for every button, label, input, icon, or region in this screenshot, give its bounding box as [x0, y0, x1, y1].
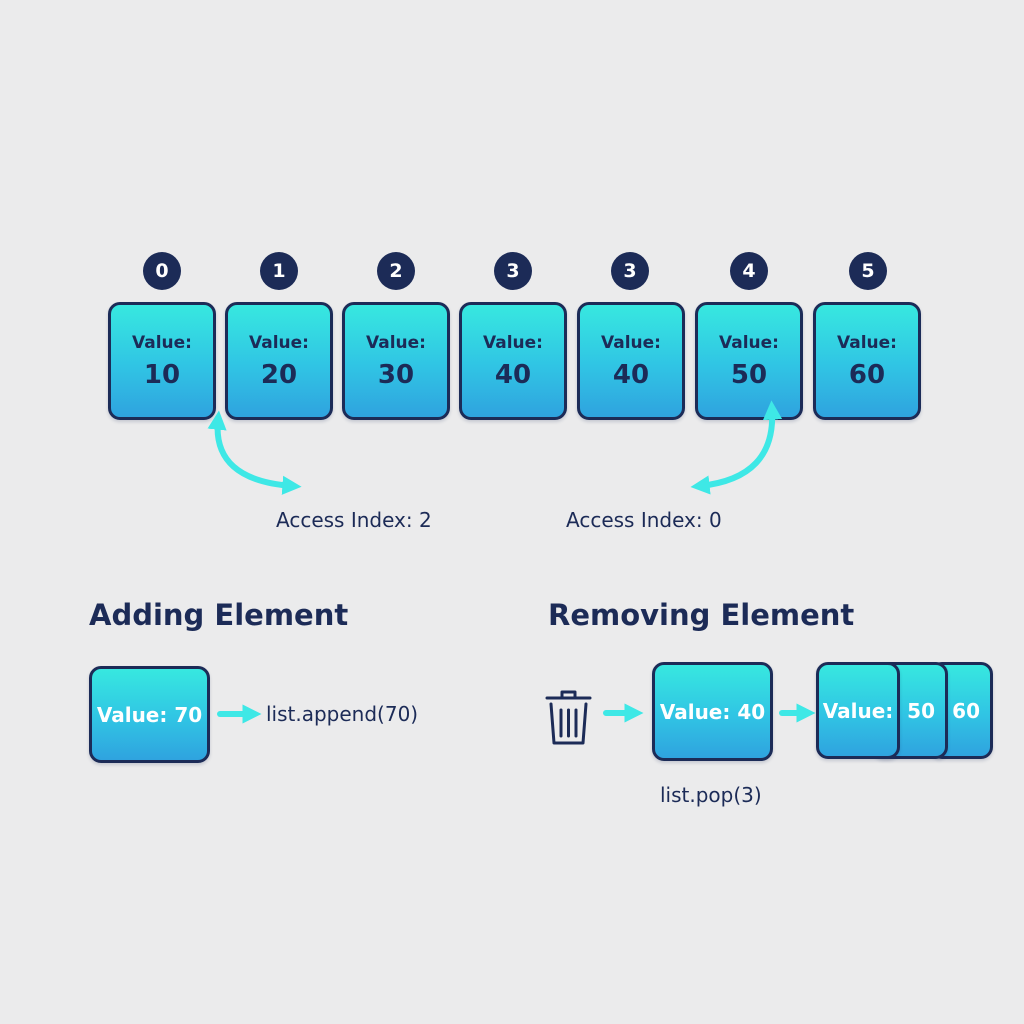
index-badge-0: 0 [143, 252, 181, 290]
stack-cell-front: Value: [816, 662, 900, 759]
array-cell-label: Value: [132, 332, 192, 353]
index-badge-3: 3 [494, 252, 532, 290]
array-cell-value: 40 [494, 359, 532, 390]
removed-value-label: Value: 40 [659, 699, 766, 724]
array-cell-1: Value: 20 [225, 302, 333, 420]
index-badge-2: 2 [377, 252, 415, 290]
array-cell-value: 20 [260, 359, 298, 390]
append-code: list.append(70) [266, 702, 419, 726]
array-cell-2: Value: 30 [342, 302, 450, 420]
index-badge-1: 1 [260, 252, 298, 290]
access-label-right: Access Index: 0 [566, 508, 722, 532]
array-cell-5: Value: 50 [695, 302, 803, 420]
adding-heading: Adding Element [89, 598, 349, 632]
index-badge-6: 5 [849, 252, 887, 290]
array-cell-label: Value: [483, 332, 543, 353]
removing-heading: Removing Element [548, 598, 855, 632]
array-cell-4: Value: 40 [577, 302, 685, 420]
array-cell-value: 60 [848, 359, 886, 390]
access-arrow-left [207, 410, 302, 495]
append-value-cell: Value: 70 [89, 666, 210, 763]
array-cell-value: 30 [377, 359, 415, 390]
access-label-left: Access Index: 2 [276, 508, 432, 532]
array-cell-0: Value: 10 [108, 302, 216, 420]
array-cell-value: 50 [730, 359, 768, 390]
array-cell-3: Value: 40 [459, 302, 567, 420]
index-badge-4: 3 [611, 252, 649, 290]
pop-code: list.pop(3) [660, 783, 762, 807]
stack-value-50: 50 [907, 698, 935, 723]
stack-value-label: Value: [822, 698, 894, 723]
array-cell-label: Value: [601, 332, 661, 353]
array-cell-label: Value: [837, 332, 897, 353]
array-cell-label: Value: [366, 332, 426, 353]
access-arrow-right [690, 400, 783, 495]
append-value-label: Value: 70 [96, 702, 203, 727]
index-badge-5: 4 [730, 252, 768, 290]
removed-value-cell: Value: 40 [652, 662, 773, 761]
array-cell-label: Value: [719, 332, 779, 353]
array-cell-value: 40 [612, 359, 650, 390]
array-cell-6: Value: 60 [813, 302, 921, 420]
stack-value-60: 60 [952, 698, 980, 723]
array-cell-value: 10 [143, 359, 181, 390]
array-cell-label: Value: [249, 332, 309, 353]
